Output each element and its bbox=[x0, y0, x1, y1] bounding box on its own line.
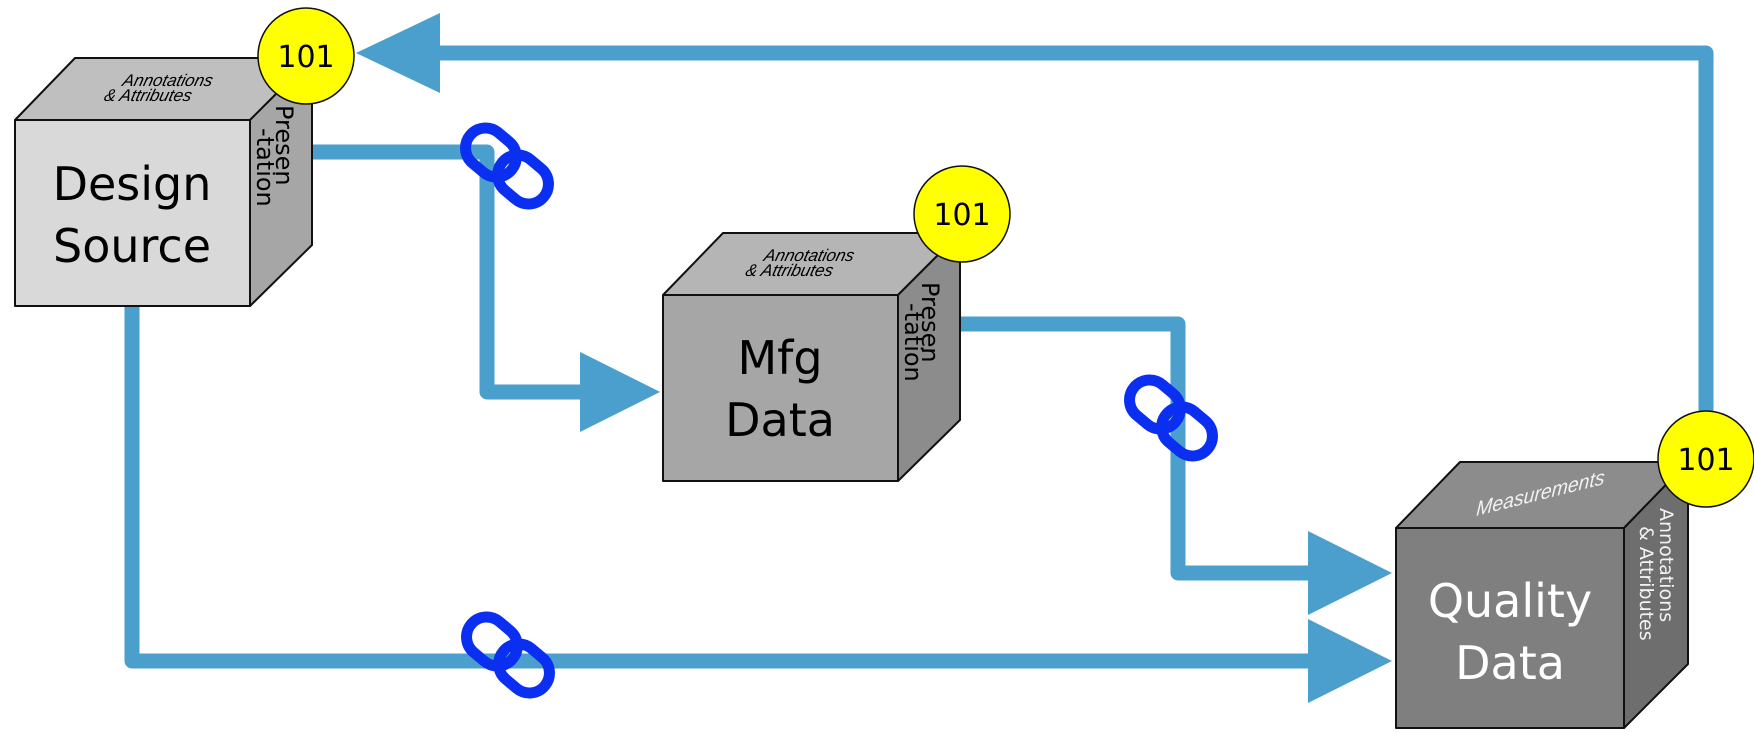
badge-circle bbox=[257, 7, 355, 105]
quality-data-side-text-1: Annotations bbox=[1655, 508, 1677, 622]
mfg-data-top-text-1: Annotations bbox=[761, 245, 857, 265]
arrowhead-icon bbox=[1308, 531, 1392, 615]
chain-link-icon bbox=[461, 611, 555, 699]
design-source-top-text-1: Annotations bbox=[120, 70, 216, 90]
cube-front-face bbox=[14, 119, 251, 307]
badge-text: 101 bbox=[277, 40, 334, 75]
mfg-data-side-text-1: Presen bbox=[916, 282, 944, 363]
node-quality-data[interactable] bbox=[1395, 461, 1689, 729]
connector-quality-to-design bbox=[422, 45, 1714, 426]
mfg-data-side-text-2: -tation bbox=[899, 303, 927, 382]
connector-mfg-to-quality bbox=[950, 316, 1326, 581]
node-design-source[interactable] bbox=[14, 57, 313, 307]
design-source-label-line1: Design bbox=[53, 157, 212, 211]
arrowheads bbox=[356, 13, 1392, 703]
quality-data-side-text-2: & Attributes bbox=[1635, 526, 1657, 641]
cube-front-face bbox=[662, 294, 899, 482]
arrowhead-icon bbox=[580, 352, 660, 432]
quality-data-label-line2: Data bbox=[1455, 636, 1565, 690]
arrowhead-icon bbox=[1308, 619, 1392, 703]
mfg-data-top-text-2: & Attributes bbox=[744, 260, 836, 280]
badge-text: 101 bbox=[933, 198, 990, 233]
connector-design-to-quality bbox=[124, 297, 1326, 669]
design-source-side-text-2: -tation bbox=[251, 128, 279, 207]
design-source-side-text-1: Presen bbox=[270, 105, 298, 186]
connector-design-to-mfg bbox=[297, 144, 598, 400]
badge-circle bbox=[1657, 410, 1754, 508]
design-source-label-line2: Source bbox=[53, 219, 211, 273]
design-source-top-text-2: & Attributes bbox=[102, 85, 194, 105]
badge-circle bbox=[913, 165, 1011, 263]
mfg-data-label-line1: Mfg bbox=[737, 331, 822, 385]
quality-data-label-line1: Quality bbox=[1428, 574, 1592, 628]
cube-front-face bbox=[1395, 527, 1625, 729]
arrowhead-icon bbox=[356, 13, 440, 93]
mfg-data-label-line2: Data bbox=[725, 393, 835, 447]
node-mfg-data[interactable] bbox=[662, 232, 961, 482]
chain-link-icon bbox=[460, 122, 554, 210]
chain-link-icon bbox=[1124, 374, 1218, 462]
badge-quality-data: 101 bbox=[1657, 410, 1754, 508]
badge-text: 101 bbox=[1677, 443, 1734, 478]
badge-design-source: 101 bbox=[257, 7, 355, 105]
badge-mfg-data: 101 bbox=[913, 165, 1011, 263]
